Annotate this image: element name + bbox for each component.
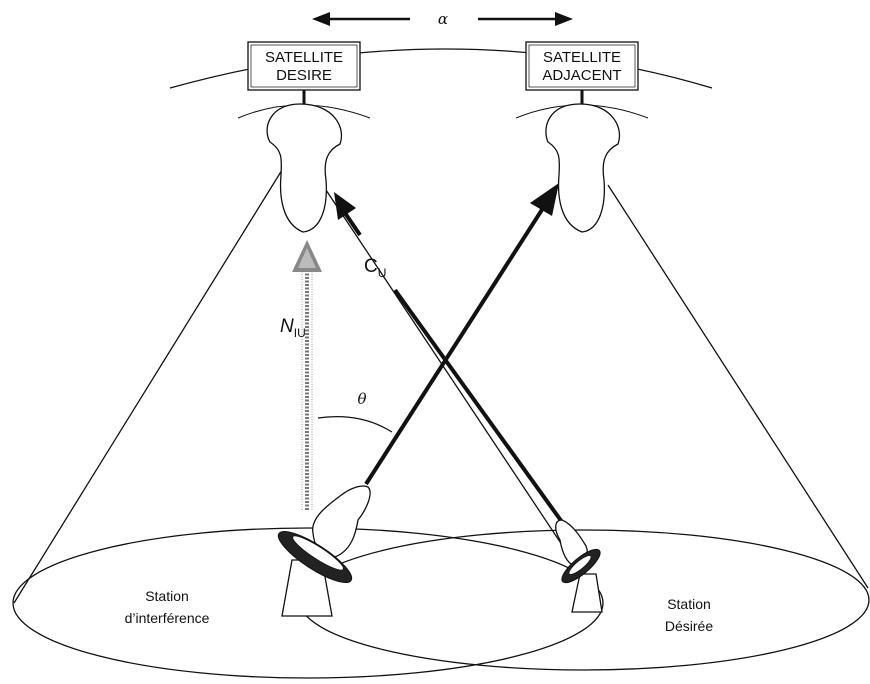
desired-station-beam (555, 519, 588, 567)
satellite-desired-line2: DESIRE (276, 67, 332, 84)
carrier-arrow (334, 192, 564, 524)
satellite-adjacent-line1: SATELLITE (543, 49, 621, 66)
desired-satellite-beam (266, 103, 342, 233)
noise-interference-arrow (292, 240, 322, 510)
noise-label: NIU (280, 316, 306, 340)
satellite-desired-line1: SATELLITE (265, 49, 343, 66)
theta-label: θ (357, 390, 366, 408)
interference-station-label-line2: d’interférence (125, 610, 210, 626)
interfering-earth-station (277, 485, 371, 617)
carrier-label: CU (364, 256, 386, 280)
satellite-adjacent-box: SATELLITE ADJACENT (525, 41, 639, 91)
satellite-desired-box: SATELLITE DESIRE (247, 41, 361, 91)
coverage-ellipse-interference (12, 527, 604, 679)
desired-satellite-coverage-cone (13, 169, 593, 604)
alpha-arrow (312, 12, 573, 26)
desired-station-label-line2: Désirée (665, 618, 713, 634)
desired-station-label-line1: Station (667, 596, 711, 612)
desired-earth-station (555, 519, 603, 613)
adjacent-satellite-coverage-cone (607, 184, 869, 589)
adjacent-satellite-beam (545, 103, 620, 233)
interference-station-label-line1: Station (145, 588, 189, 604)
satellite-adjacent-line2: ADJACENT (542, 67, 621, 84)
interference-uplink-arrow (364, 183, 559, 486)
alpha-label: α (438, 10, 448, 28)
theta-arc (317, 415, 393, 433)
